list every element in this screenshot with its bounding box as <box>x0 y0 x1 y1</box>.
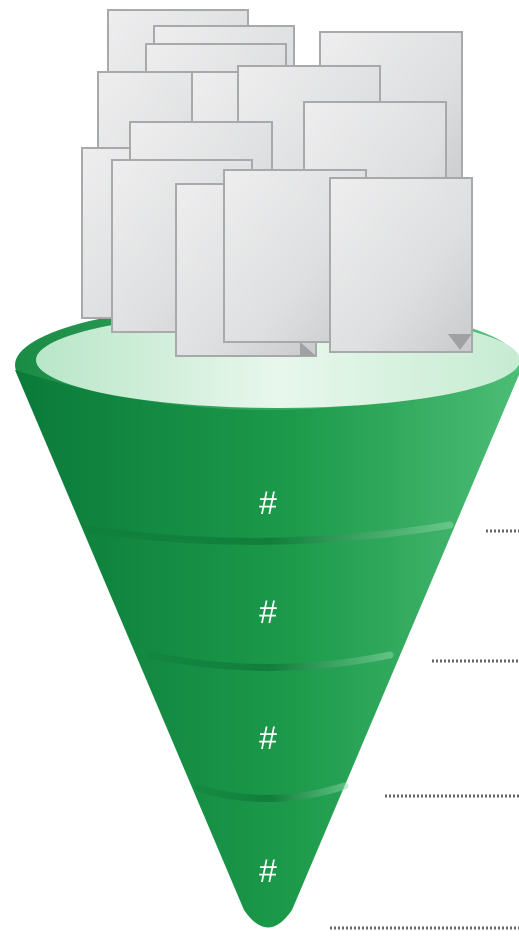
document-sheet <box>330 178 472 352</box>
stage-label-4: # <box>238 853 298 889</box>
stage-label-1: # <box>238 485 298 521</box>
funnel-body <box>15 370 519 928</box>
stage-label-2: # <box>238 594 298 630</box>
document-stack <box>82 10 472 356</box>
stage-label-3: # <box>238 720 298 756</box>
